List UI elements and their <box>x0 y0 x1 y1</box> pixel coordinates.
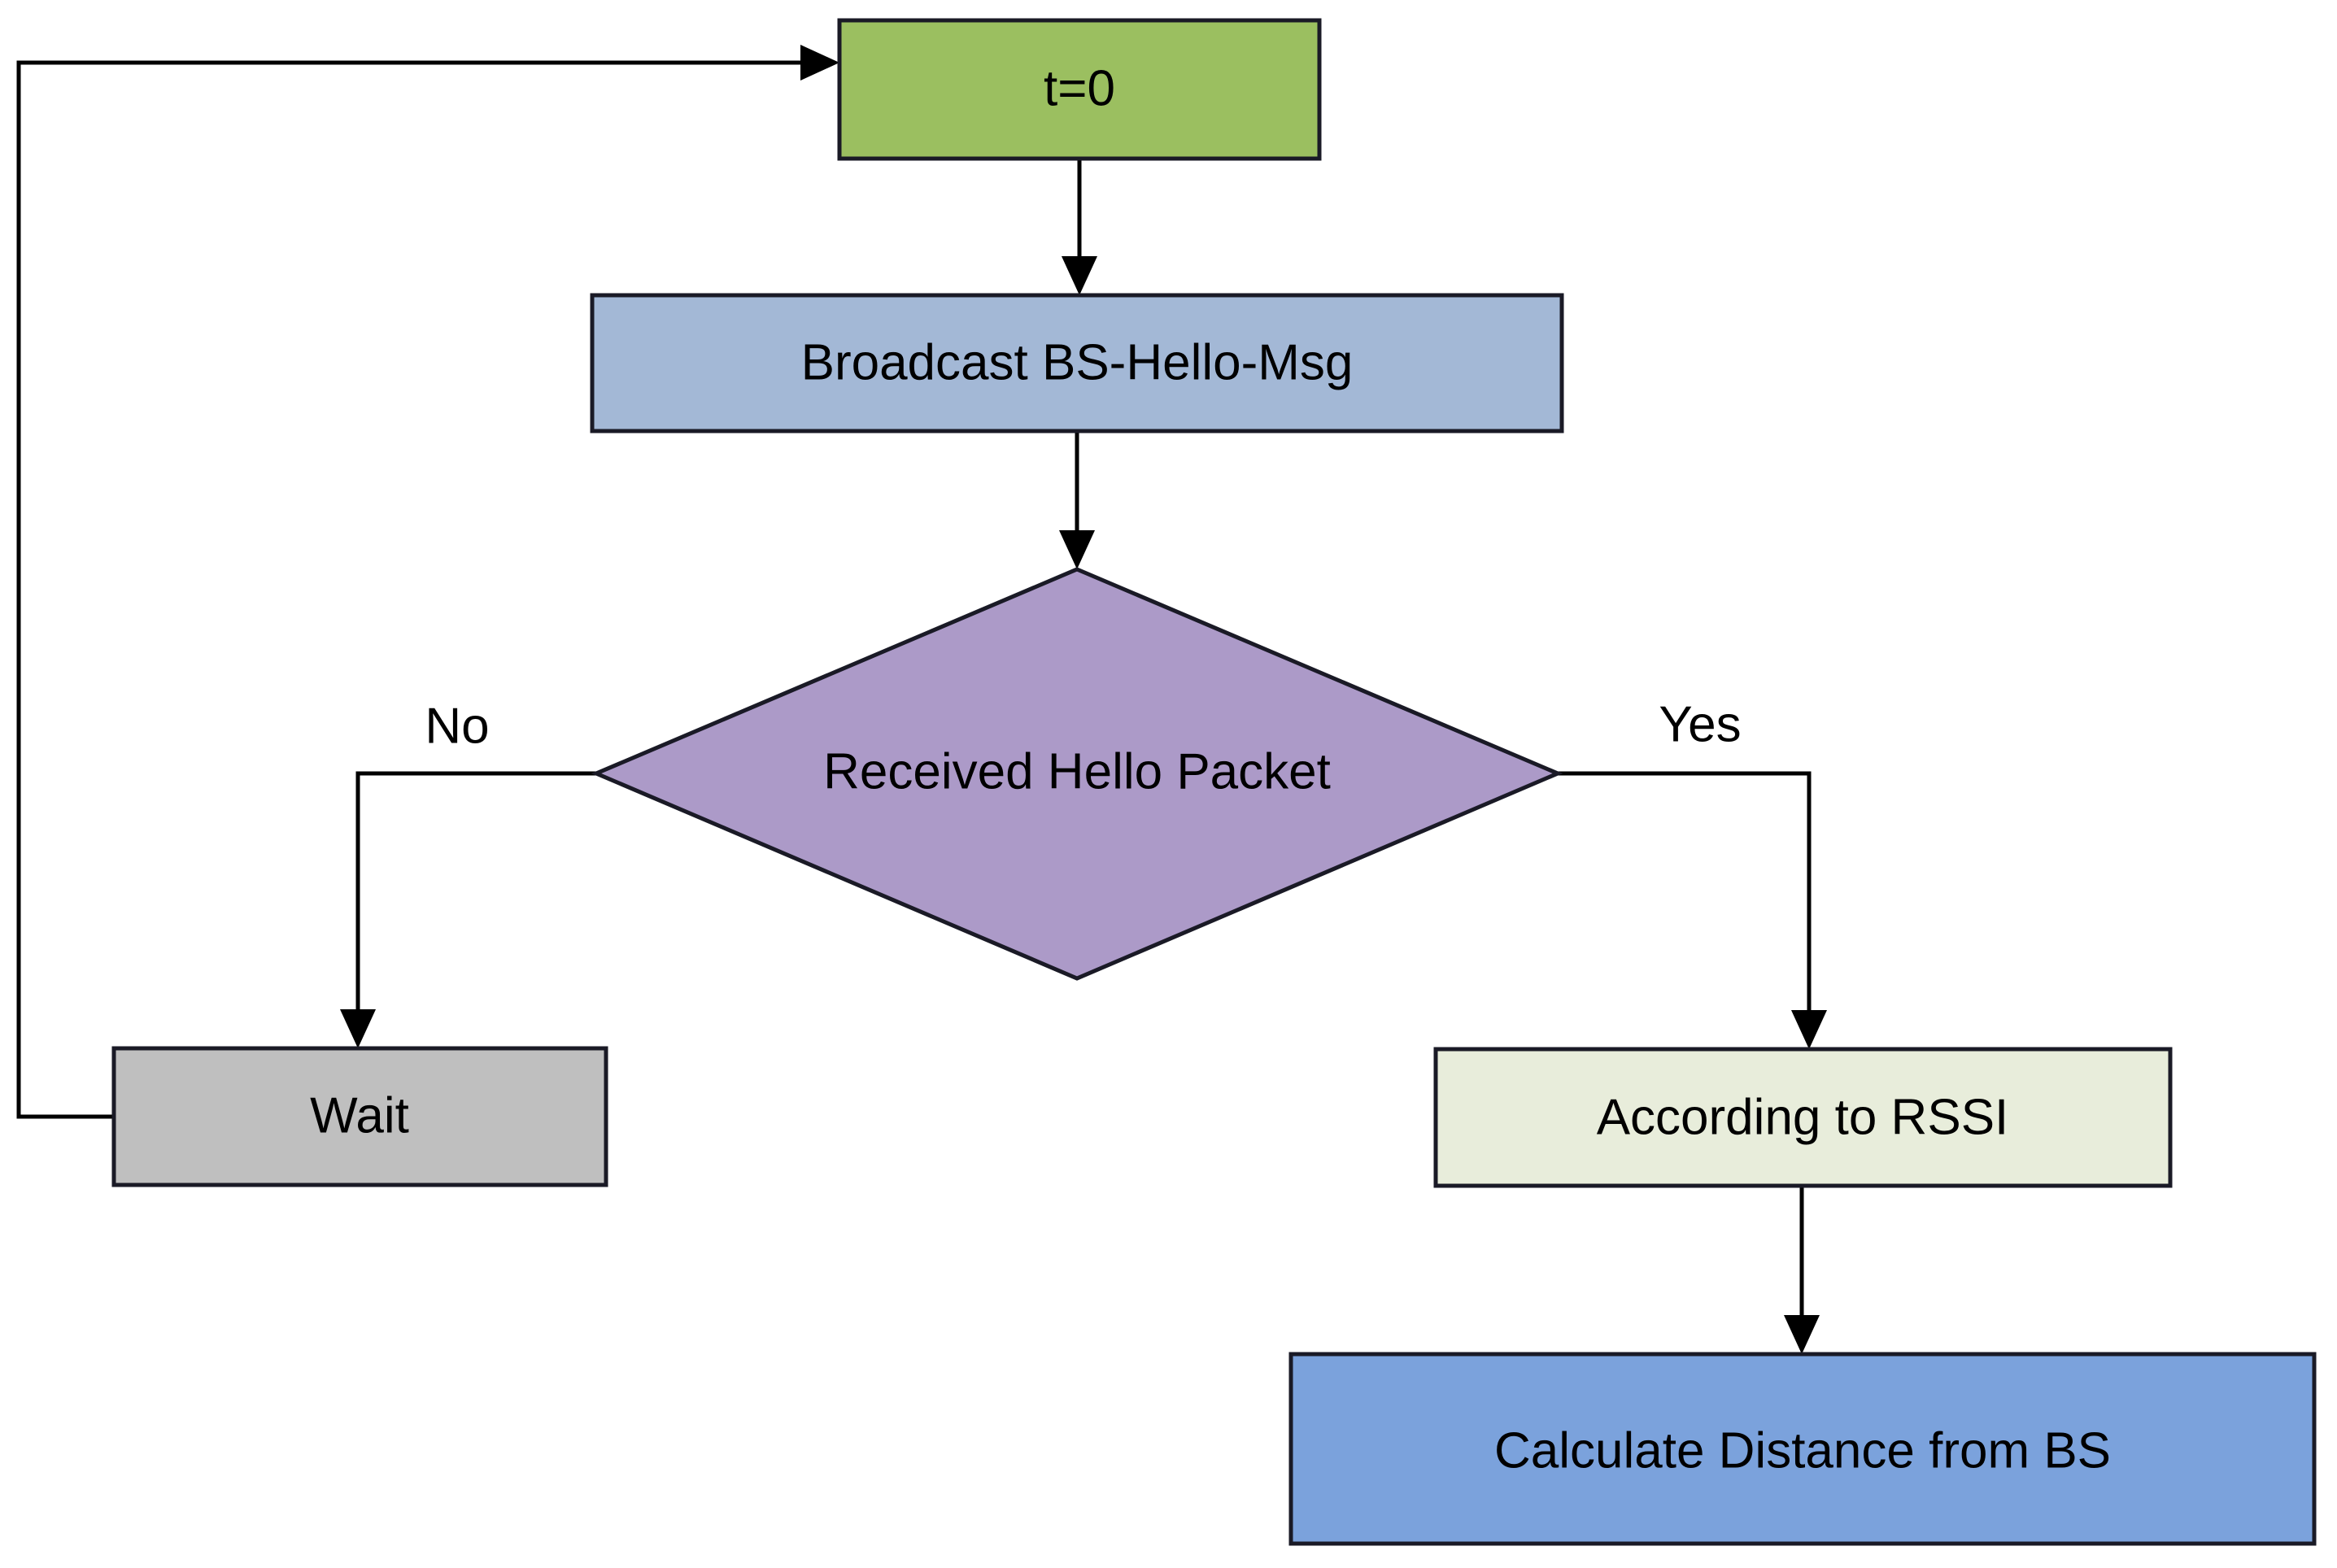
edge-broadcast-to-decision <box>1059 431 1095 569</box>
node-broadcast-shape[interactable] <box>590 293 1564 433</box>
node-start-label: t=0 <box>1044 60 1115 116</box>
node-decision[interactable]: Received Hello Packet <box>591 567 1563 981</box>
arrowhead-icon <box>1062 256 1097 295</box>
node-wait[interactable]: Wait <box>111 1046 608 1187</box>
node-start-shape[interactable] <box>837 18 1322 161</box>
edge-rssi-to-calculate <box>1784 1186 1820 1354</box>
node-calculate[interactable]: Calculate Distance from BS <box>1288 1352 2317 1546</box>
edge-decision-to-wait <box>340 771 596 1048</box>
node-wait-shape[interactable] <box>111 1046 608 1187</box>
arrowhead-icon <box>1059 530 1095 569</box>
edge-start-to-broadcast <box>1062 159 1097 295</box>
node-rssi-label: According to RSSI <box>1597 1089 2009 1145</box>
node-wait-label: Wait <box>310 1087 409 1143</box>
node-calculate-shape[interactable] <box>1288 1352 2317 1546</box>
node-broadcast[interactable]: Broadcast BS-Hello-Msg <box>590 293 1564 433</box>
node-broadcast-label: Broadcast BS-Hello-Msg <box>801 334 1354 390</box>
edge-label-no: No <box>425 698 489 754</box>
node-decision-label: Received Hello Packet <box>823 743 1331 799</box>
node-start[interactable]: t=0 <box>837 18 1322 161</box>
node-rssi[interactable]: According to RSSI <box>1433 1047 2173 1188</box>
edge-label-yes: Yes <box>1659 696 1741 752</box>
node-rssi-shape[interactable] <box>1433 1047 2173 1188</box>
arrowhead-icon <box>1784 1315 1820 1354</box>
arrowhead-icon <box>1791 1010 1827 1049</box>
arrowhead-icon <box>800 45 839 81</box>
edge-decision-to-rssi <box>1558 771 1827 1049</box>
edge-wait-to-start <box>16 45 839 1119</box>
node-calculate-label: Calculate Distance from BS <box>1494 1422 2111 1479</box>
arrowhead-icon <box>340 1009 376 1048</box>
node-decision-shape[interactable] <box>591 567 1563 981</box>
